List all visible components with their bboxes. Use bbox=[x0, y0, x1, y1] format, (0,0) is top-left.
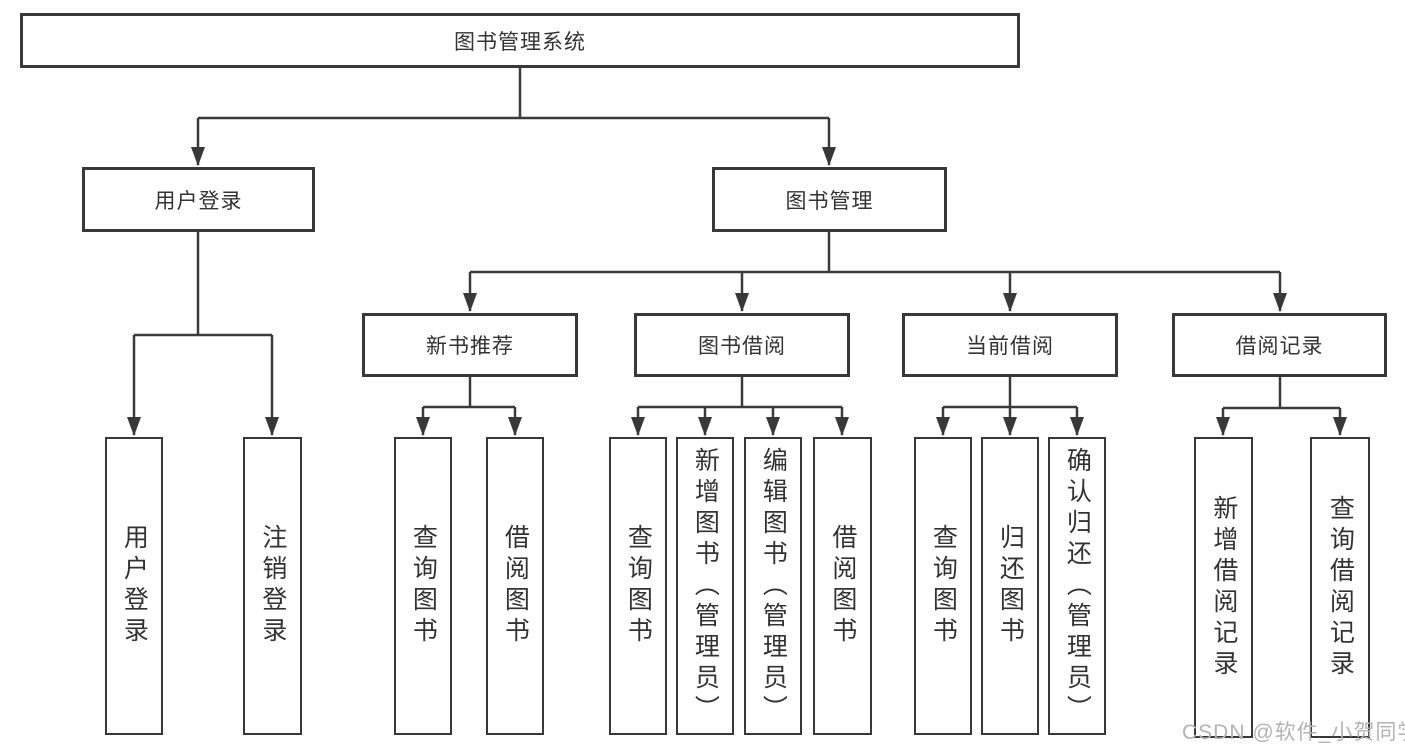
node-new-book-recommendation: 新书推荐 bbox=[362, 313, 578, 377]
leaf-cb-return-books-label: 归还图书 bbox=[996, 524, 1025, 648]
leaf-logout: 注销登录 bbox=[243, 437, 302, 735]
node-current-borrowing: 当前借阅 bbox=[902, 313, 1118, 377]
leaf-br-query-record-label: 查询借阅记录 bbox=[1326, 494, 1355, 681]
leaf-br-add-record: 新增借阅记录 bbox=[1194, 437, 1253, 738]
node-borrowing-records-label: 借阅记录 bbox=[1235, 335, 1324, 358]
leaf-nbr-query-books-label: 查询图书 bbox=[409, 524, 438, 648]
leaf-nbr-query-books: 查询图书 bbox=[394, 437, 452, 735]
leaf-nbr-borrow-books: 借阅图书 bbox=[486, 437, 544, 735]
node-root-label: 图书管理系统 bbox=[454, 30, 586, 54]
leaf-user-login-label: 用户登录 bbox=[120, 524, 149, 648]
leaf-bb-borrow-books-label: 借阅图书 bbox=[828, 524, 857, 648]
node-user-login: 用户登录 bbox=[82, 167, 315, 232]
node-book-borrowing-label: 图书借阅 bbox=[698, 335, 786, 358]
node-root: 图书管理系统 bbox=[20, 13, 1020, 68]
leaf-nbr-borrow-books-label: 借阅图书 bbox=[501, 524, 530, 648]
leaf-bb-add-books: 新增图书（管理员） bbox=[676, 437, 734, 735]
csdn-watermark: CSDN @软件_小贺同学 bbox=[1182, 721, 1405, 744]
node-current-borrowing-label: 当前借阅 bbox=[966, 335, 1054, 358]
leaf-bb-add-books-label: 新增图书（管理员） bbox=[691, 446, 720, 726]
leaf-br-query-record: 查询借阅记录 bbox=[1310, 437, 1370, 738]
leaf-user-login: 用户登录 bbox=[105, 437, 163, 735]
node-book-management-label: 图书管理 bbox=[785, 189, 874, 213]
node-borrowing-records: 借阅记录 bbox=[1172, 313, 1387, 377]
node-book-management: 图书管理 bbox=[712, 167, 947, 232]
leaf-cb-confirm-return-label: 确认归还（管理员） bbox=[1063, 446, 1092, 726]
leaf-logout-label: 注销登录 bbox=[258, 524, 287, 648]
node-user-login-label: 用户登录 bbox=[154, 189, 243, 213]
leaf-bb-edit-books-label: 编辑图书（管理员） bbox=[759, 446, 788, 726]
node-new-book-recommendation-label: 新书推荐 bbox=[426, 335, 514, 358]
leaf-bb-borrow-books: 借阅图书 bbox=[813, 437, 872, 735]
leaf-bb-query-books-label: 查询图书 bbox=[624, 524, 653, 648]
leaf-br-add-record-label: 新增借阅记录 bbox=[1209, 494, 1238, 681]
leaf-cb-return-books: 归还图书 bbox=[981, 437, 1039, 735]
leaf-cb-confirm-return: 确认归还（管理员） bbox=[1048, 437, 1106, 735]
leaf-cb-query-books: 查询图书 bbox=[914, 437, 972, 735]
node-book-borrowing: 图书借阅 bbox=[634, 313, 850, 377]
leaf-bb-edit-books: 编辑图书（管理员） bbox=[744, 437, 802, 735]
leaf-bb-query-books: 查询图书 bbox=[609, 437, 667, 735]
leaf-cb-query-books-label: 查询图书 bbox=[929, 524, 958, 648]
